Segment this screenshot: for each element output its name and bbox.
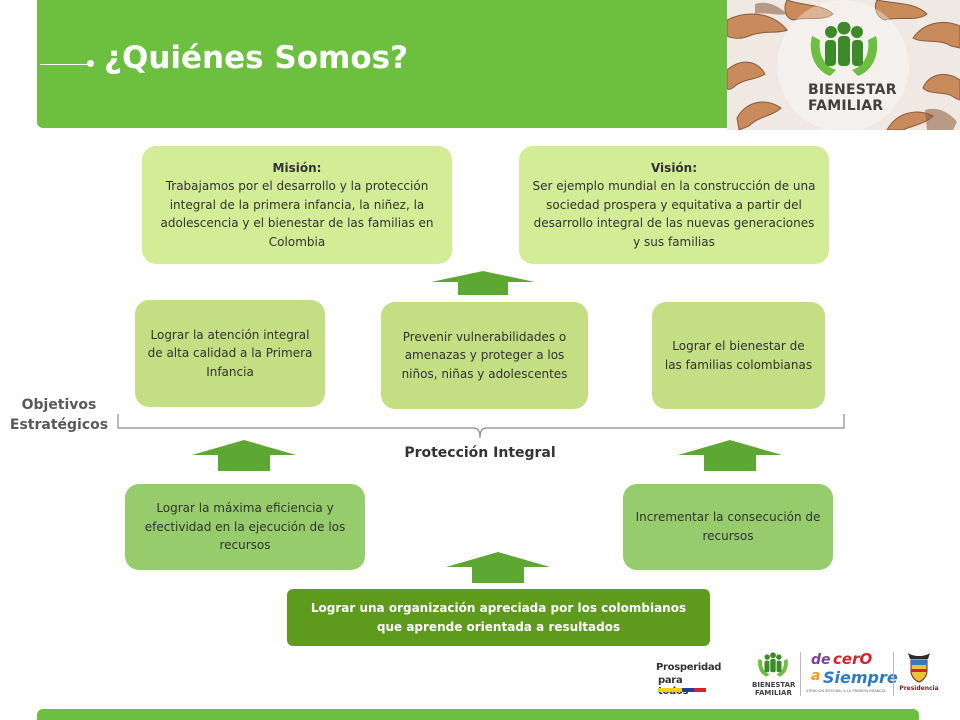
objectives-label-line2: Estratégicos	[9, 417, 109, 434]
de-cero-a-siempre-cero: cerO	[833, 650, 873, 668]
protection-brace	[117, 414, 845, 439]
prosperidad-logo: Prosperidad para todos	[656, 660, 721, 697]
objective-text: Lograr la atención integral de alta cali…	[147, 327, 313, 379]
header-decoration-line	[40, 64, 88, 65]
footer-divider	[800, 652, 801, 696]
up-arrow-left-icon	[192, 440, 296, 471]
vision-text: Ser ejemplo mundial en la construcción d…	[532, 179, 816, 249]
objective-text: Prevenir vulnerabilidades o amenazas y p…	[401, 329, 568, 381]
mission-box: Misión: Trabajamos por el desarrollo y l…	[142, 146, 452, 264]
logo-text-bienestar: BIENESTAR	[808, 82, 897, 98]
base-box-organizacion: Lograr una organización apreciada por lo…	[287, 589, 710, 646]
support-box-recursos: Incrementar la consecución de recursos	[623, 484, 833, 570]
header-band	[37, 0, 727, 128]
footer-divider	[893, 652, 894, 696]
familiar-small-text: FAMILIAR	[755, 689, 792, 697]
objective-box-prevenir: Prevenir vulnerabilidades o amenazas y p…	[381, 302, 588, 409]
footer-band	[37, 709, 919, 720]
objective-box-familias: Lograr el bienestar de las familias colo…	[652, 302, 825, 409]
support-text: Incrementar la consecución de recursos	[635, 510, 821, 543]
prosperidad-text: Prosperidad	[656, 662, 722, 673]
objective-text: Lograr el bienestar de las familias colo…	[664, 338, 813, 372]
base-text: Lograr una organización apreciada por lo…	[310, 600, 687, 634]
support-box-eficiencia: Lograr la máxima eficiencia y efectivida…	[125, 484, 365, 570]
logo-text-familiar: FAMILIAR	[808, 98, 884, 114]
objective-box-primera-infancia: Lograr la atención integral de alta cali…	[135, 300, 325, 407]
objectives-label: Objetivos Estratégicos	[6, 395, 112, 436]
bienestar-familiar-logo-icon	[810, 22, 878, 76]
colombia-flag-bar	[658, 688, 706, 692]
up-arrow-right-icon	[678, 440, 782, 471]
colombia-coat-of-arms-icon	[908, 653, 930, 683]
objectives-label-line1: Objetivos	[21, 397, 97, 413]
support-text: Lograr la máxima eficiencia y efectivida…	[144, 501, 346, 553]
up-arrow-icon	[431, 271, 535, 295]
header-decoration-dot	[87, 60, 94, 67]
bienestar-familiar-small-logo-icon	[758, 652, 788, 677]
vision-heading: Visión:	[650, 160, 698, 175]
up-arrow-center-icon	[446, 552, 550, 583]
protection-integral-label: Protección Integral	[404, 445, 556, 461]
page-title: ¿Quiénes Somos?	[104, 40, 409, 76]
bienestar-small-text: BIENESTAR	[752, 681, 796, 689]
presidencia-text: Presidencia	[899, 685, 939, 692]
mission-heading: Misión:	[272, 160, 322, 175]
de-cero-a-siempre-subtitle: ATENCIÓN INTEGRAL A LA PRIMERA INFANCIA	[806, 689, 886, 693]
de-cero-a-siempre-a: a	[811, 668, 821, 684]
para-todos-text: para todos	[658, 675, 688, 697]
de-cero-a-siempre-de: de	[811, 652, 831, 668]
mission-text: Trabajamos por el desarrollo y la protec…	[160, 179, 434, 249]
de-cero-a-siempre-siempre: Siempre	[823, 668, 898, 687]
vision-box: Visión: Ser ejemplo mundial en la constr…	[519, 146, 829, 264]
